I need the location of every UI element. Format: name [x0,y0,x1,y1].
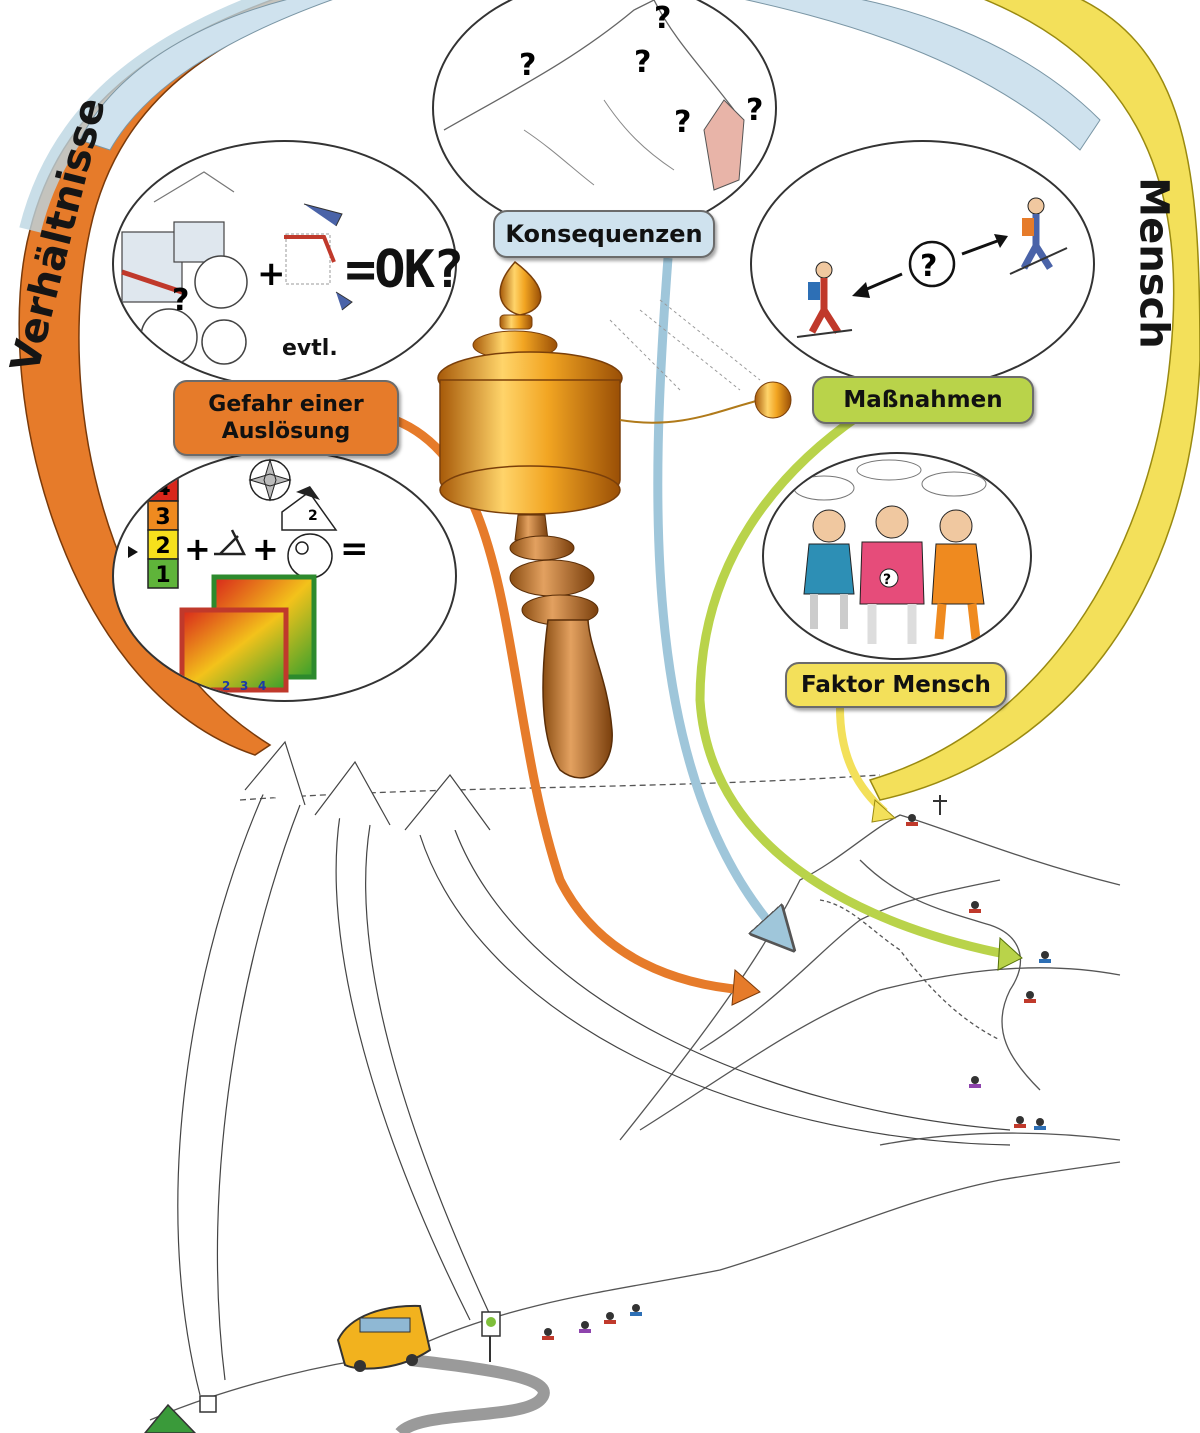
skier-icon [906,814,918,826]
verhaeltnisse-arc [18,0,332,756]
plus-sign: + [184,530,211,568]
terrain-sketch-icon: ? ? ? ? ? [443,0,763,191]
aspect-level: 2 [308,508,318,524]
skier-icon [1009,197,1068,275]
skier-icon [630,1304,642,1316]
skier-icon [803,509,855,629]
plus-sign: + [252,530,279,568]
mountain-icon [149,774,1121,1421]
compass-rose-icon: 2 [248,458,338,531]
question-mark: ? [883,572,891,588]
skier-group [542,814,1051,1340]
skier-icon [542,1328,554,1340]
slope-angle-icon [214,529,247,556]
prayer-wheel-icon [437,260,792,779]
faktor-arrow-head [871,798,897,823]
skier-icon [796,261,853,338]
mensch-arc [744,0,1200,801]
skier-icon [1014,1116,1026,1128]
plus-sign: + [257,254,286,294]
human-factor-circle: ? [762,452,1032,660]
card-number-3: 3 [240,679,248,693]
verhaeltnisse-blue-band [79,0,333,151]
danger-assessment-circle: 4 3 2 1 + + 2 = 2 3 4 [112,450,457,702]
danger-level-2: 2 [155,534,170,559]
feedback-arrows [177,740,1011,1396]
massnahmen-label: Maßnahmen [812,376,1034,424]
skier-spacing-icon: ? [796,197,1068,338]
skier-icon [969,1076,981,1088]
danger-scale-icon: 4 3 2 1 + + 2 = 2 3 4 [128,458,369,693]
skier-icon [1039,951,1051,963]
gefahr-arrow-head [731,968,761,1006]
massnahmen-arrow-head [997,936,1023,971]
question-mark: ? [920,249,937,284]
conditions-circle: ? + [112,140,457,388]
skier-icon [579,1321,591,1333]
card-number-2: 2 [222,679,230,693]
ok-question: =OK? [345,240,464,300]
skier-icon [604,1312,616,1324]
question-mark: ? [519,48,536,83]
skier-icon [969,901,981,913]
bus-stop-sign-icon [481,1311,501,1362]
danger-level-1: 1 [155,563,170,588]
skier-icon [1024,991,1036,1003]
card-number-4: 4 [258,679,266,693]
konsequenzen-arrow [653,257,780,935]
question-mark: ? [634,45,651,80]
evtl-label: evtl. [282,336,338,361]
danger-level-3: 3 [155,505,170,530]
faktor-mensch-label: Faktor Mensch [785,662,1007,708]
skier-icon: ? [859,505,925,644]
measures-circle: ? [750,140,1095,388]
massnahmen-arrow [695,411,1011,960]
question-mark: ? [654,1,671,36]
question-mark: ? [746,93,763,128]
group-discussion-icon: ? [793,459,987,644]
avalanche-report-icon: ? + [121,171,353,366]
konsequenzen-label: Konsequenzen [493,210,715,258]
gefahr-einer-ausloesung-label: Gefahr einer Auslösung [173,380,399,456]
bus-icon [336,1304,432,1372]
sun-icon [295,541,309,555]
summit-cross-icon [933,795,947,815]
weather-icon [287,533,333,579]
question-mark: ? [674,105,691,140]
reduction-card-icon: 2 3 4 [179,574,317,693]
road [395,1354,550,1433]
question-mark: ? [172,283,189,318]
hut-icon [144,1395,217,1433]
skier-icon [1034,1118,1046,1130]
skier-icon [931,509,985,640]
equals-sign: = [340,529,369,569]
mensch-title: Mensch [1130,177,1177,349]
